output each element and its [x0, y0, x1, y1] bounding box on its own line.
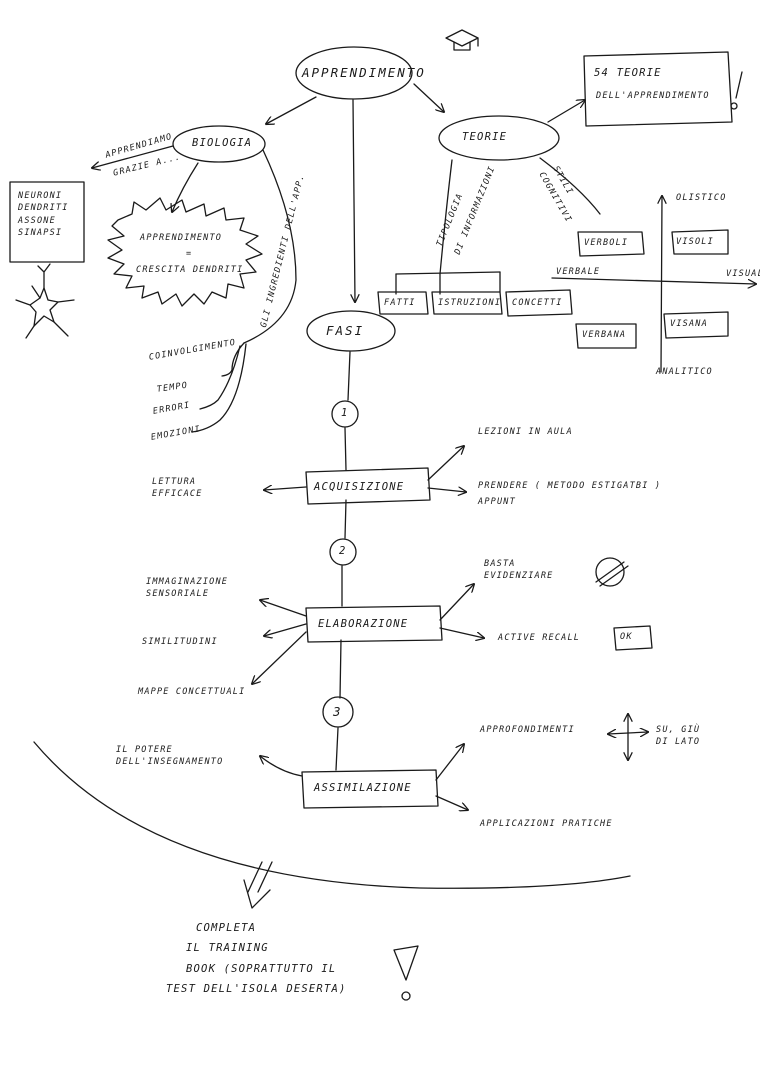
final-line: COMPLETA [196, 922, 257, 934]
step-3-left-line: IL POTERE [116, 745, 173, 755]
sweeping-arc [33, 741, 631, 889]
info-type-item: CONCETTI [512, 298, 563, 308]
step-1-right-top: LEZIONI IN AULA [478, 427, 573, 437]
ok-badge: OK [620, 632, 633, 642]
theories-node-ellipse [438, 115, 560, 161]
step-1-left-line: EFFICACE [152, 489, 203, 500]
step-3-left-note: IL POTERE DELL'INSEGNAMENTO [116, 744, 223, 769]
step-3-box [301, 769, 439, 809]
neuron-icon [15, 263, 75, 339]
exclamation-icon [730, 71, 743, 110]
phases-label: FASI [326, 323, 365, 338]
step-2-right-bottom: ACTIVE RECALL [498, 633, 581, 643]
theories-label: TEORIE [462, 131, 508, 143]
axis-top-label: OLISTICO [676, 193, 727, 203]
info-type-item: ISTRUZIONI [438, 298, 502, 308]
phases-node-ellipse [306, 310, 396, 352]
step-2-box [305, 605, 443, 643]
step-2-circle [329, 538, 357, 566]
quadrant-label: VISANA [670, 319, 708, 329]
step-1-box [305, 467, 431, 505]
step-name: ELABORAZIONE [318, 618, 409, 630]
axis-right-label: VISUAL [726, 269, 760, 279]
step-2-left-note-3: MAPPE CONCETTUALI [138, 687, 246, 697]
quadrant-label: VISOLI [676, 237, 714, 247]
graduation-cap-icon [445, 29, 479, 51]
step-2-left-note-2: SIMILITUDINI [142, 637, 218, 647]
axis-left-label: VERBALE [556, 267, 601, 277]
step-name: ACQUISIZIONE [314, 481, 405, 493]
step-1-right-bottom-1: PRENDERE ( METODO ESTIGATBI ) [478, 481, 662, 491]
step-1-right-bottom-2: APPUNT [478, 497, 516, 507]
burst-shape [107, 197, 263, 307]
step-name: ASSIMILAZIONE [314, 782, 412, 794]
step-3-right-bottom: APPLICAZIONI PRATICHE [480, 819, 613, 829]
final-line: IL TRAINING [186, 942, 269, 955]
burst-line-3: CRESCITA DENDRITI [136, 265, 244, 275]
step-2-left-note-1: IMMAGINAZIONE SENSORIALE [146, 576, 228, 601]
step-number: 2 [339, 545, 347, 557]
biology-node-ellipse [172, 125, 266, 163]
forbidden-icon [595, 557, 629, 587]
burst-line-1: APPRENDIMENTO [140, 233, 223, 243]
theories-count-line-2: DELL'APPRENDIMENTO [596, 91, 710, 101]
neuron-part-item: DENDRITI [18, 203, 69, 214]
neuron-part-item: ASSONE [18, 215, 56, 226]
step-2-right-top-line: EVIDENZIARE [484, 571, 554, 582]
theories-count-box [583, 51, 733, 127]
final-note: COMPLETA IL TRAINING BOOK (SOPRATTUTTO I… [166, 918, 347, 1000]
neuron-part-item: SINAPSI [18, 227, 63, 238]
final-line: BOOK (SOPRATTUTTO IL [186, 962, 337, 975]
biology-label: BIOLOGIA [192, 137, 253, 149]
step-2-right-top: BASTA EVIDENZIARE [484, 558, 554, 583]
burst-line-2: = [186, 249, 193, 259]
final-line: TEST DELL'ISOLA DESERTA) [166, 983, 347, 996]
step-2-left-line: SENSORIALE [146, 589, 210, 600]
quadrant-label: VERBANA [582, 330, 627, 340]
step-2-right-top-line: BASTA [484, 559, 516, 569]
ok-badge-box [613, 625, 653, 651]
root-title: APPRENDIMENTO [302, 65, 426, 80]
step-3-right-top-note-line: SU, GIÙ [656, 725, 701, 735]
theories-count-line-1: 54 TEORIE [594, 67, 662, 79]
step-1-left-line: LETTURA [152, 477, 197, 487]
axis-bottom-label: ANALITICO [656, 367, 713, 377]
info-type-item: FATTI [384, 298, 416, 308]
step-1-circle [331, 400, 359, 428]
step-number: 1 [341, 407, 349, 419]
neuron-parts-list: NEURONI DENDRITI ASSONE SINAPSI [18, 190, 69, 239]
four-way-arrow-icon [608, 714, 648, 760]
step-3-circle [322, 696, 354, 728]
neuron-parts-box [9, 181, 85, 263]
step-3-right-top-note-line: DI LATO [656, 737, 701, 748]
step-2-left-line: IMMAGINAZIONE [146, 577, 229, 587]
warning-icon [393, 945, 419, 1001]
step-3-right-top-note: SU, GIÙ DI LATO [656, 724, 700, 749]
neuron-part-item: NEURONI [18, 191, 63, 201]
step-number: 3 [333, 704, 343, 719]
step-3-right-top: APPROFONDIMENTI [480, 725, 575, 735]
root-node-ellipse [295, 46, 413, 100]
therefore-arrow-icon [243, 861, 273, 909]
quadrant-label: VERBOLI [584, 238, 629, 248]
step-1-left-note: LETTURA EFFICACE [152, 476, 203, 501]
step-3-left-line: DELL'INSEGNAMENTO [116, 757, 224, 768]
